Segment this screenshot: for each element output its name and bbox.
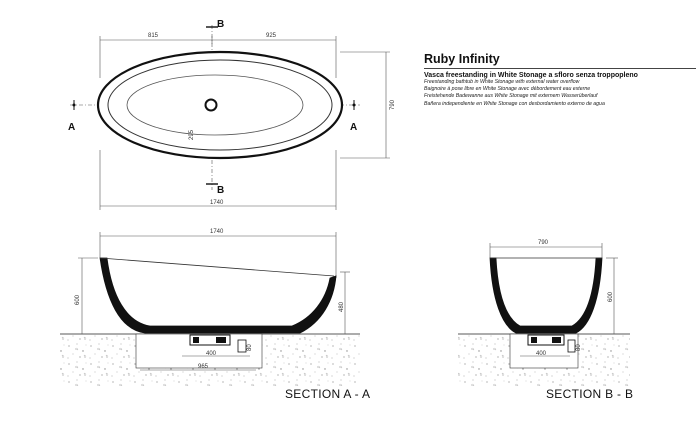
tub-section-b-shell: [489, 257, 603, 334]
dim-drain-offset: 295: [189, 129, 195, 140]
section-a-view: 1740 600 480 965 400 80 SECTION A - A: [60, 229, 370, 401]
dim-b-top-width: 790: [538, 240, 549, 246]
plan-view: A A B B 815 925 1740 790 295: [68, 19, 396, 210]
dim-width: 790: [390, 99, 396, 110]
cut-marker-b-bottom: B: [206, 183, 224, 196]
dim-left-segment: 815: [148, 33, 159, 39]
cut-label-a-right: A: [350, 122, 357, 133]
tub-inner-rim: [107, 59, 333, 151]
product-subtitle: Vasca freestanding in White Stonage a sf…: [424, 72, 638, 79]
dim-a-height: 600: [75, 294, 81, 305]
product-info: Ruby Infinity Vasca freestanding in Whit…: [424, 52, 696, 108]
section-b-view: 790 600 400 80 SECTION B - B: [458, 240, 633, 401]
cut-marker-a-left: A: [68, 100, 76, 133]
description-fr: Baignoire à pose libre en White Stonage …: [424, 86, 591, 93]
drain-icon: [204, 98, 218, 112]
cut-marker-b-top: B: [206, 19, 224, 30]
tub-basin: [126, 74, 304, 136]
cut-label-b-bottom: B: [217, 185, 224, 196]
drain-fitting-b: [527, 327, 576, 353]
drain-fitting-a: [189, 327, 247, 353]
section-a-label: SECTION A - A: [285, 387, 370, 401]
cut-label-a-left: A: [68, 122, 75, 133]
tub-outer-rim: [96, 50, 344, 160]
tub-section-a-shell: [99, 257, 337, 334]
product-title: Ruby Infinity: [424, 52, 696, 69]
dim-b-height: 600: [608, 291, 614, 302]
dim-a-base-width: 965: [198, 364, 209, 370]
tub-section-a-rim: [99, 257, 335, 277]
cut-label-b-top: B: [217, 19, 224, 30]
dim-right-segment: 925: [266, 33, 277, 39]
dim-a-inner-height: 480: [339, 301, 345, 312]
dim-overall-length: 1740: [210, 200, 224, 206]
dim-a-top-length: 1740: [210, 229, 224, 235]
dim-a-drain-box: 400: [206, 351, 217, 357]
cut-marker-a-right: A: [350, 100, 357, 133]
dim-b-drain-height: 80: [576, 344, 582, 351]
description-es: Bañera independiente en White Stonage co…: [424, 100, 605, 107]
description-de: Freistehende Badewanne aus White Stonage…: [424, 93, 598, 100]
description-en: Freestanding bathtub in White Stonage wi…: [424, 79, 580, 85]
dim-b-drain-box: 400: [536, 351, 547, 357]
dim-a-drain-height: 80: [247, 344, 253, 351]
section-b-label: SECTION B - B: [546, 387, 633, 401]
